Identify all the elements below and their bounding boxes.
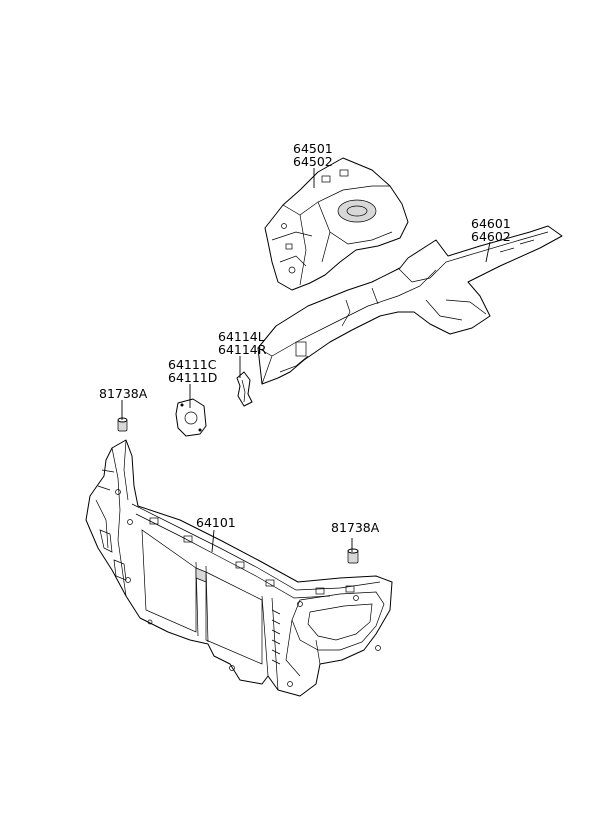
front-carrier-part xyxy=(85,439,393,697)
label-64502: 64502 xyxy=(293,154,333,169)
leader-lines xyxy=(121,168,491,553)
fender-apron-part xyxy=(264,157,409,291)
label-64114r: 64114R xyxy=(218,342,267,357)
side-member-part xyxy=(257,225,563,385)
nut-right-part xyxy=(347,548,359,564)
nut-left-part xyxy=(117,417,128,432)
bracket-part xyxy=(236,371,253,407)
plate-part xyxy=(175,398,207,437)
leader-carrier xyxy=(211,529,215,553)
label-64602: 64602 xyxy=(471,229,511,244)
label-64111d: 64111D xyxy=(168,370,217,385)
label-64114l: 64114L xyxy=(218,329,265,344)
label-64501: 64501 xyxy=(293,141,333,156)
label-64101: 64101 xyxy=(196,515,236,530)
label-81738a-right: 81738A xyxy=(331,520,380,535)
part-labels: 64501 64502 64601 64602 64114L 64114R 64… xyxy=(99,141,511,535)
label-81738a-left: 81738A xyxy=(99,386,148,401)
label-64111c: 64111C xyxy=(168,357,217,372)
label-64601: 64601 xyxy=(471,216,511,231)
leader-member xyxy=(485,241,491,263)
